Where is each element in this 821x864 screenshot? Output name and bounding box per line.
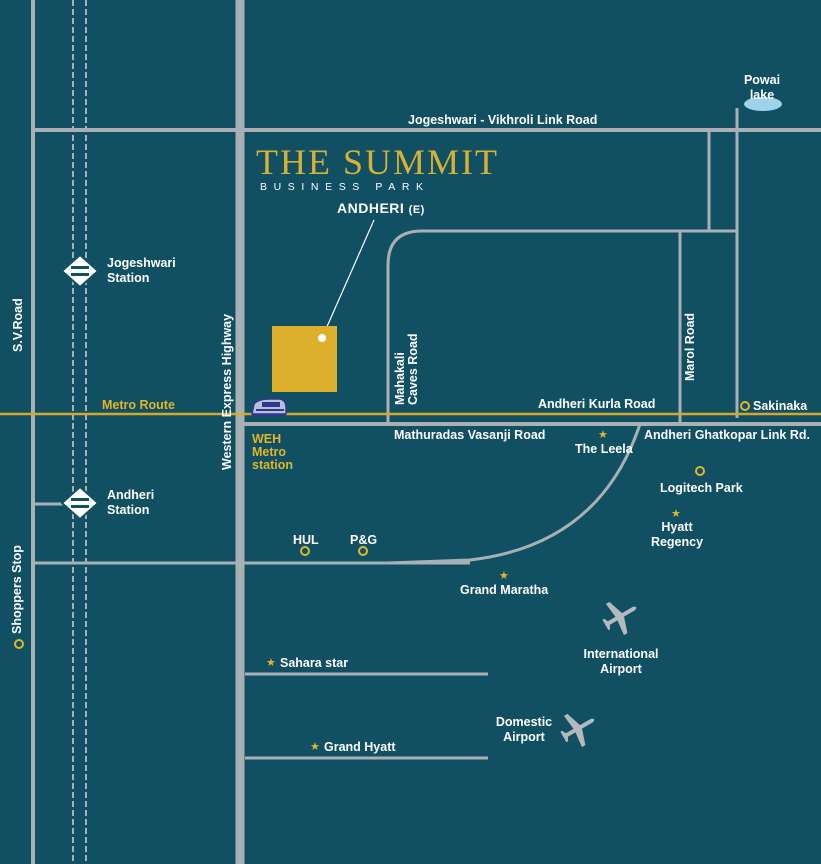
logitech-park-label: Logitech Park [660, 481, 743, 495]
star-icon: ★ [266, 656, 276, 669]
airplane-icon [602, 601, 637, 636]
metro-train-icon [251, 398, 287, 416]
sv-road-label: S.V.Road [11, 298, 25, 352]
shoppers-stop-label: Shoppers Stop [10, 545, 24, 634]
project-locality: ANDHERI (E) [337, 200, 425, 218]
jvlr-label: Jogeshwari - Vikhroli Link Road [408, 113, 598, 127]
international-airport-label: International Airport [578, 647, 664, 677]
domestic-airport-line1: Domestic [495, 715, 553, 729]
star-icon: ★ [499, 569, 509, 582]
project-site-marker [272, 326, 337, 392]
powai-line1: Powai [743, 73, 781, 87]
jogeshwari-line1: Jogeshwari [107, 256, 176, 270]
star-icon: ★ [671, 507, 681, 520]
airplane-icon [560, 713, 595, 748]
circle-marker-icon [14, 639, 24, 649]
jogeshwari-line2: Station [107, 271, 150, 285]
circle-marker-icon [358, 546, 368, 556]
metro-station-line2: Metro [252, 445, 287, 459]
locality-suffix: (E) [408, 204, 425, 216]
jogeshwari-station-label: Jogeshwari Station [107, 256, 176, 286]
powai-lake-label: Powai lake [740, 73, 784, 103]
powai-line2: lake [749, 88, 775, 102]
mathuradas-label: Mathuradas Vasanji Road [394, 428, 546, 442]
pg-label: P&G [350, 533, 378, 547]
site-pointer-line [321, 219, 375, 339]
railway-station-icon [61, 254, 99, 288]
project-title: THE SUMMIT [256, 142, 499, 182]
sahara-star-label: Sahara star [280, 656, 349, 670]
star-icon: ★ [598, 428, 608, 441]
weh-label: Western Express Highway [220, 313, 234, 470]
site-point-dot [318, 334, 326, 342]
aglr-label: Andheri Ghatkopar Link Rd. [644, 428, 810, 442]
hyatt-line1: Hyatt [661, 520, 693, 534]
andheri-station-label: Andheri Station [107, 488, 154, 518]
mahakali-label-line2: Caves Road [406, 333, 420, 405]
grand-maratha-label: Grand Maratha [460, 583, 549, 597]
hyatt-regency-label: Hyatt Regency [646, 520, 708, 550]
marol-road-label: Marol Road [683, 312, 697, 381]
metro-station-line3: station [252, 458, 293, 472]
the-leela-label: The Leela [575, 442, 633, 456]
metro-route-label: Metro Route [102, 398, 175, 412]
sakinaka-label: Sakinaka [753, 399, 808, 413]
andheri-line1: Andheri [107, 488, 155, 502]
powai-lake-shape [744, 97, 782, 111]
aglr-road-line [387, 423, 642, 565]
circle-marker-icon [695, 466, 705, 476]
andheri-kurla-label: Andheri Kurla Road [538, 397, 656, 411]
grand-hyatt-label: Grand Hyatt [324, 740, 396, 754]
weh-metro-station-label: WEH Metro station [252, 433, 293, 472]
circle-marker-icon [300, 546, 310, 556]
domestic-airport-label: Domestic Airport [490, 715, 558, 745]
project-subtitle: BUSINESS PARK [260, 181, 430, 193]
circle-marker-icon [740, 401, 750, 411]
domestic-airport-line2: Airport [503, 730, 545, 744]
andheri-line2: Station [107, 503, 150, 517]
hyatt-line2: Regency [650, 535, 704, 549]
intl-airport-line2: Airport [600, 662, 642, 676]
mahakali-road-line [386, 229, 737, 424]
intl-airport-line1: International [583, 647, 659, 661]
railway-station-icon [61, 486, 99, 520]
hul-label: HUL [293, 533, 319, 547]
metro-station-line1: WEH [252, 432, 282, 446]
star-icon: ★ [310, 740, 320, 753]
locality-name: ANDHERI [337, 200, 405, 216]
